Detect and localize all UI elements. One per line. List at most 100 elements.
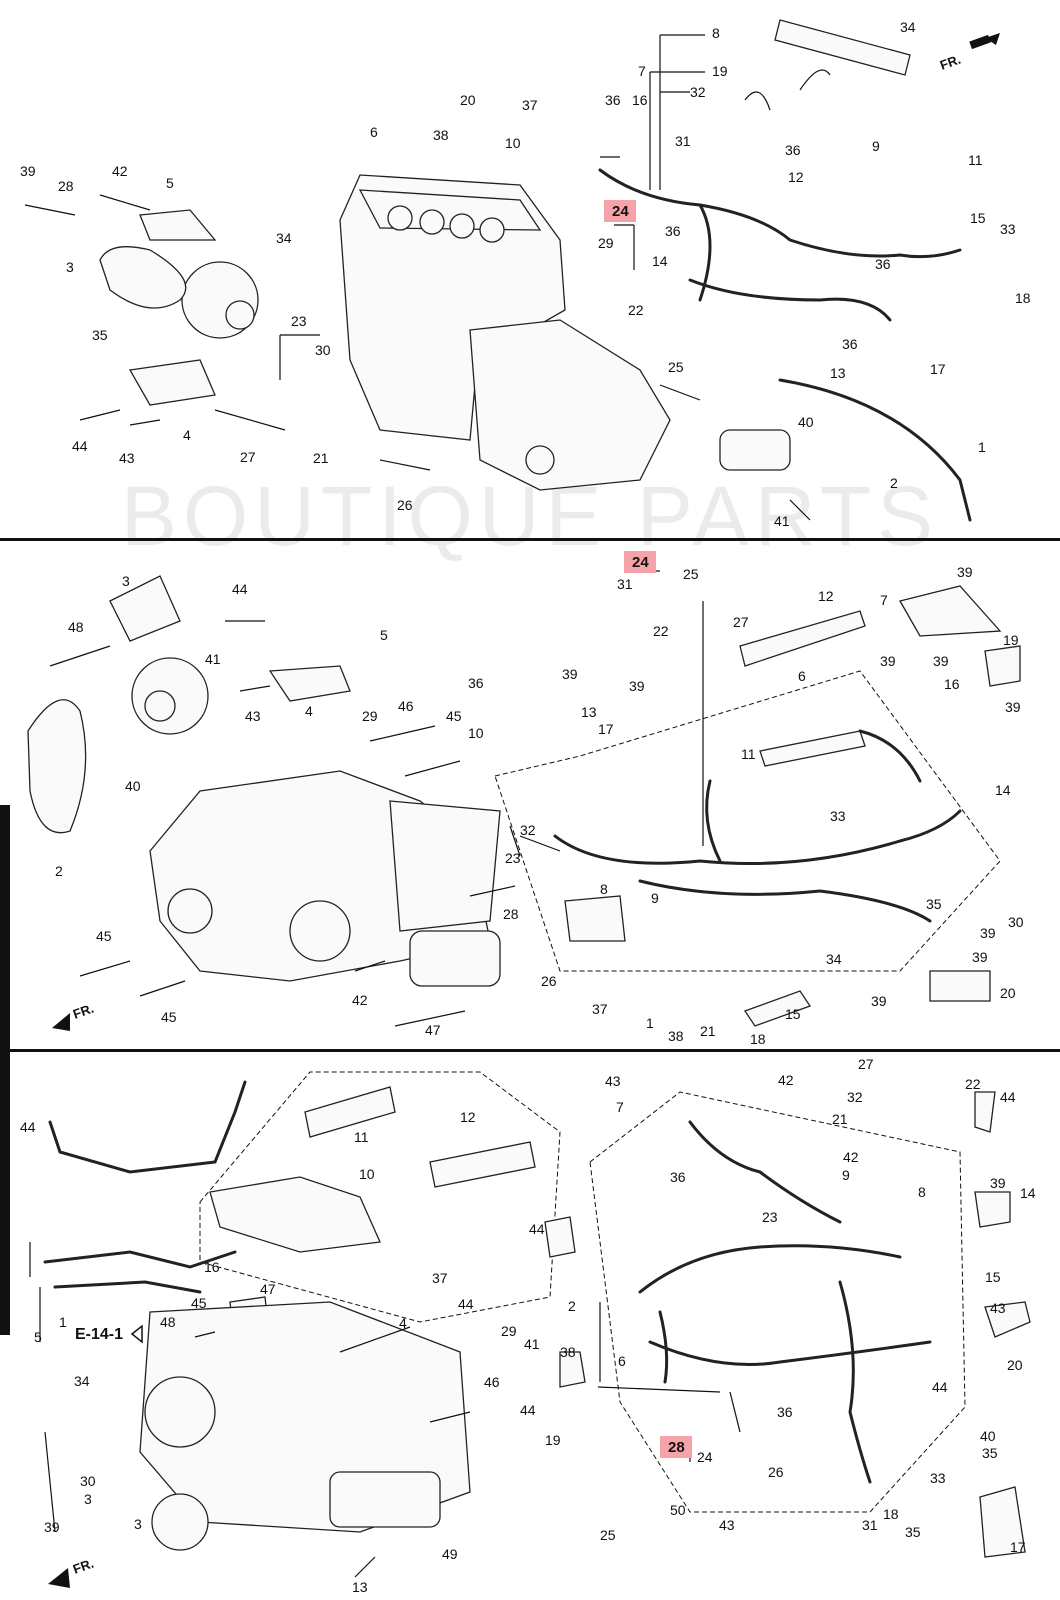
part-number-label: 37 <box>592 1001 608 1017</box>
part-number-label: 36 <box>468 675 484 691</box>
part-number-label: 36 <box>665 223 681 239</box>
part-number-label: 2 <box>55 863 63 879</box>
part-number-label: 44 <box>232 581 248 597</box>
part-number-label: 33 <box>830 808 846 824</box>
starter-motor <box>409 930 501 987</box>
harness-outline <box>494 670 1001 972</box>
part-number-label: 39 <box>562 666 578 682</box>
part-number-label: 22 <box>628 302 644 318</box>
part-number-label: 45 <box>446 708 462 724</box>
part-number-label: 7 <box>638 63 646 79</box>
part-number-label: 12 <box>818 588 834 604</box>
part-number-label: 11 <box>741 746 756 762</box>
part-number-label: 11 <box>354 1129 369 1145</box>
part-number-label: 45 <box>191 1295 207 1311</box>
part-number-label: 39 <box>933 653 949 669</box>
throttle-cable <box>778 378 972 522</box>
part-number-label: 13 <box>581 704 597 720</box>
part-number-label: 26 <box>541 973 557 989</box>
part-number-label: 43 <box>990 1300 1006 1316</box>
part-number-label: 40 <box>798 414 814 430</box>
part-number-label: 42 <box>778 1072 794 1088</box>
outline-upper-left <box>199 1071 561 1323</box>
part-number-label: 41 <box>205 651 221 667</box>
part-number-label: 21 <box>700 1023 716 1039</box>
part-number-label: 44 <box>932 1379 948 1395</box>
part-number-label: 14 <box>995 782 1011 798</box>
part-number-label: 27 <box>858 1056 874 1072</box>
part-number-label: 29 <box>501 1323 517 1339</box>
part-number-label: 42 <box>112 163 128 179</box>
part-number-label: 34 <box>276 230 292 246</box>
part-number-label: 39 <box>20 163 36 179</box>
part-number-label: 23 <box>505 850 521 866</box>
part-number-label: 33 <box>1000 221 1016 237</box>
part-number-label: 40 <box>125 778 141 794</box>
part-number-label: 12 <box>788 169 804 185</box>
part-number-label: 45 <box>161 1009 177 1025</box>
part-number-label: 32 <box>847 1089 863 1105</box>
part-number-label: 19 <box>545 1432 561 1448</box>
part-number-label: 11 <box>968 152 983 168</box>
part-number-label: 13 <box>352 1579 368 1595</box>
part-number-label: 16 <box>632 92 648 108</box>
part-number-label: 44 <box>458 1296 474 1312</box>
part-number-label: 30 <box>315 342 331 358</box>
part-number-label: 42 <box>352 992 368 1008</box>
part-number-label: 19 <box>1003 632 1019 648</box>
highlight-box <box>624 551 656 573</box>
part-number-label: 39 <box>629 678 645 694</box>
part-number-label: 49 <box>442 1546 458 1562</box>
part-number-label: 36 <box>670 1169 686 1185</box>
part-number-label: 14 <box>1020 1185 1036 1201</box>
fr-label: FR. <box>71 1001 96 1022</box>
part-number-label: 4 <box>399 1315 407 1331</box>
part-number-label: 5 <box>34 1329 42 1345</box>
left-edge-bar <box>0 805 10 1335</box>
part-number-label: 18 <box>883 1506 899 1522</box>
reference-arrow-icon <box>130 1324 143 1344</box>
harness-outline <box>589 1091 966 1513</box>
pipe-lower <box>43 1250 237 1269</box>
part-number-label: 8 <box>712 25 720 41</box>
part-number-label: 31 <box>862 1517 878 1533</box>
part-number-label: 48 <box>68 619 84 635</box>
reference-label-e-14-1[interactable]: E-14-1 <box>75 1326 123 1343</box>
part-number-label: 5 <box>380 627 388 643</box>
part-number-label: 30 <box>1008 914 1024 930</box>
part-number-label: 45 <box>96 928 112 944</box>
part-number-label: 41 <box>524 1336 540 1352</box>
part-number-label: 17 <box>598 721 614 737</box>
part-number-label: 25 <box>683 566 699 582</box>
part-number-label: 6 <box>618 1353 626 1369</box>
part-number-label: 33 <box>930 1470 946 1486</box>
belt <box>99 246 187 309</box>
part-number-label: 1 <box>646 1015 654 1031</box>
part-number-label: 29 <box>598 235 614 251</box>
part-number-label: 40 <box>980 1428 996 1444</box>
part-number-label: 21 <box>313 450 329 466</box>
part-number-label: 31 <box>617 576 633 592</box>
part-number-label: 44 <box>520 1402 536 1418</box>
part-number-label: 32 <box>690 84 706 100</box>
highlighted-part-number: 28 <box>668 1439 685 1456</box>
part-number-label: 39 <box>1005 699 1021 715</box>
part-number-label: 35 <box>92 327 108 343</box>
part-number-label: 26 <box>397 497 413 513</box>
fr-arrow-icon <box>48 1568 70 1588</box>
fr-arrow-icon <box>985 33 1000 45</box>
part-number-label: 38 <box>433 127 449 143</box>
part-number-label: 47 <box>425 1022 441 1038</box>
part-number-label: 42 <box>843 1149 859 1165</box>
part-number-label: 43 <box>719 1517 735 1533</box>
belt <box>27 699 87 834</box>
part-number-label: 36 <box>875 256 891 272</box>
part-number-label: 39 <box>990 1175 1006 1191</box>
part-number-label: 44 <box>72 438 88 454</box>
highlight-box <box>660 1436 692 1458</box>
